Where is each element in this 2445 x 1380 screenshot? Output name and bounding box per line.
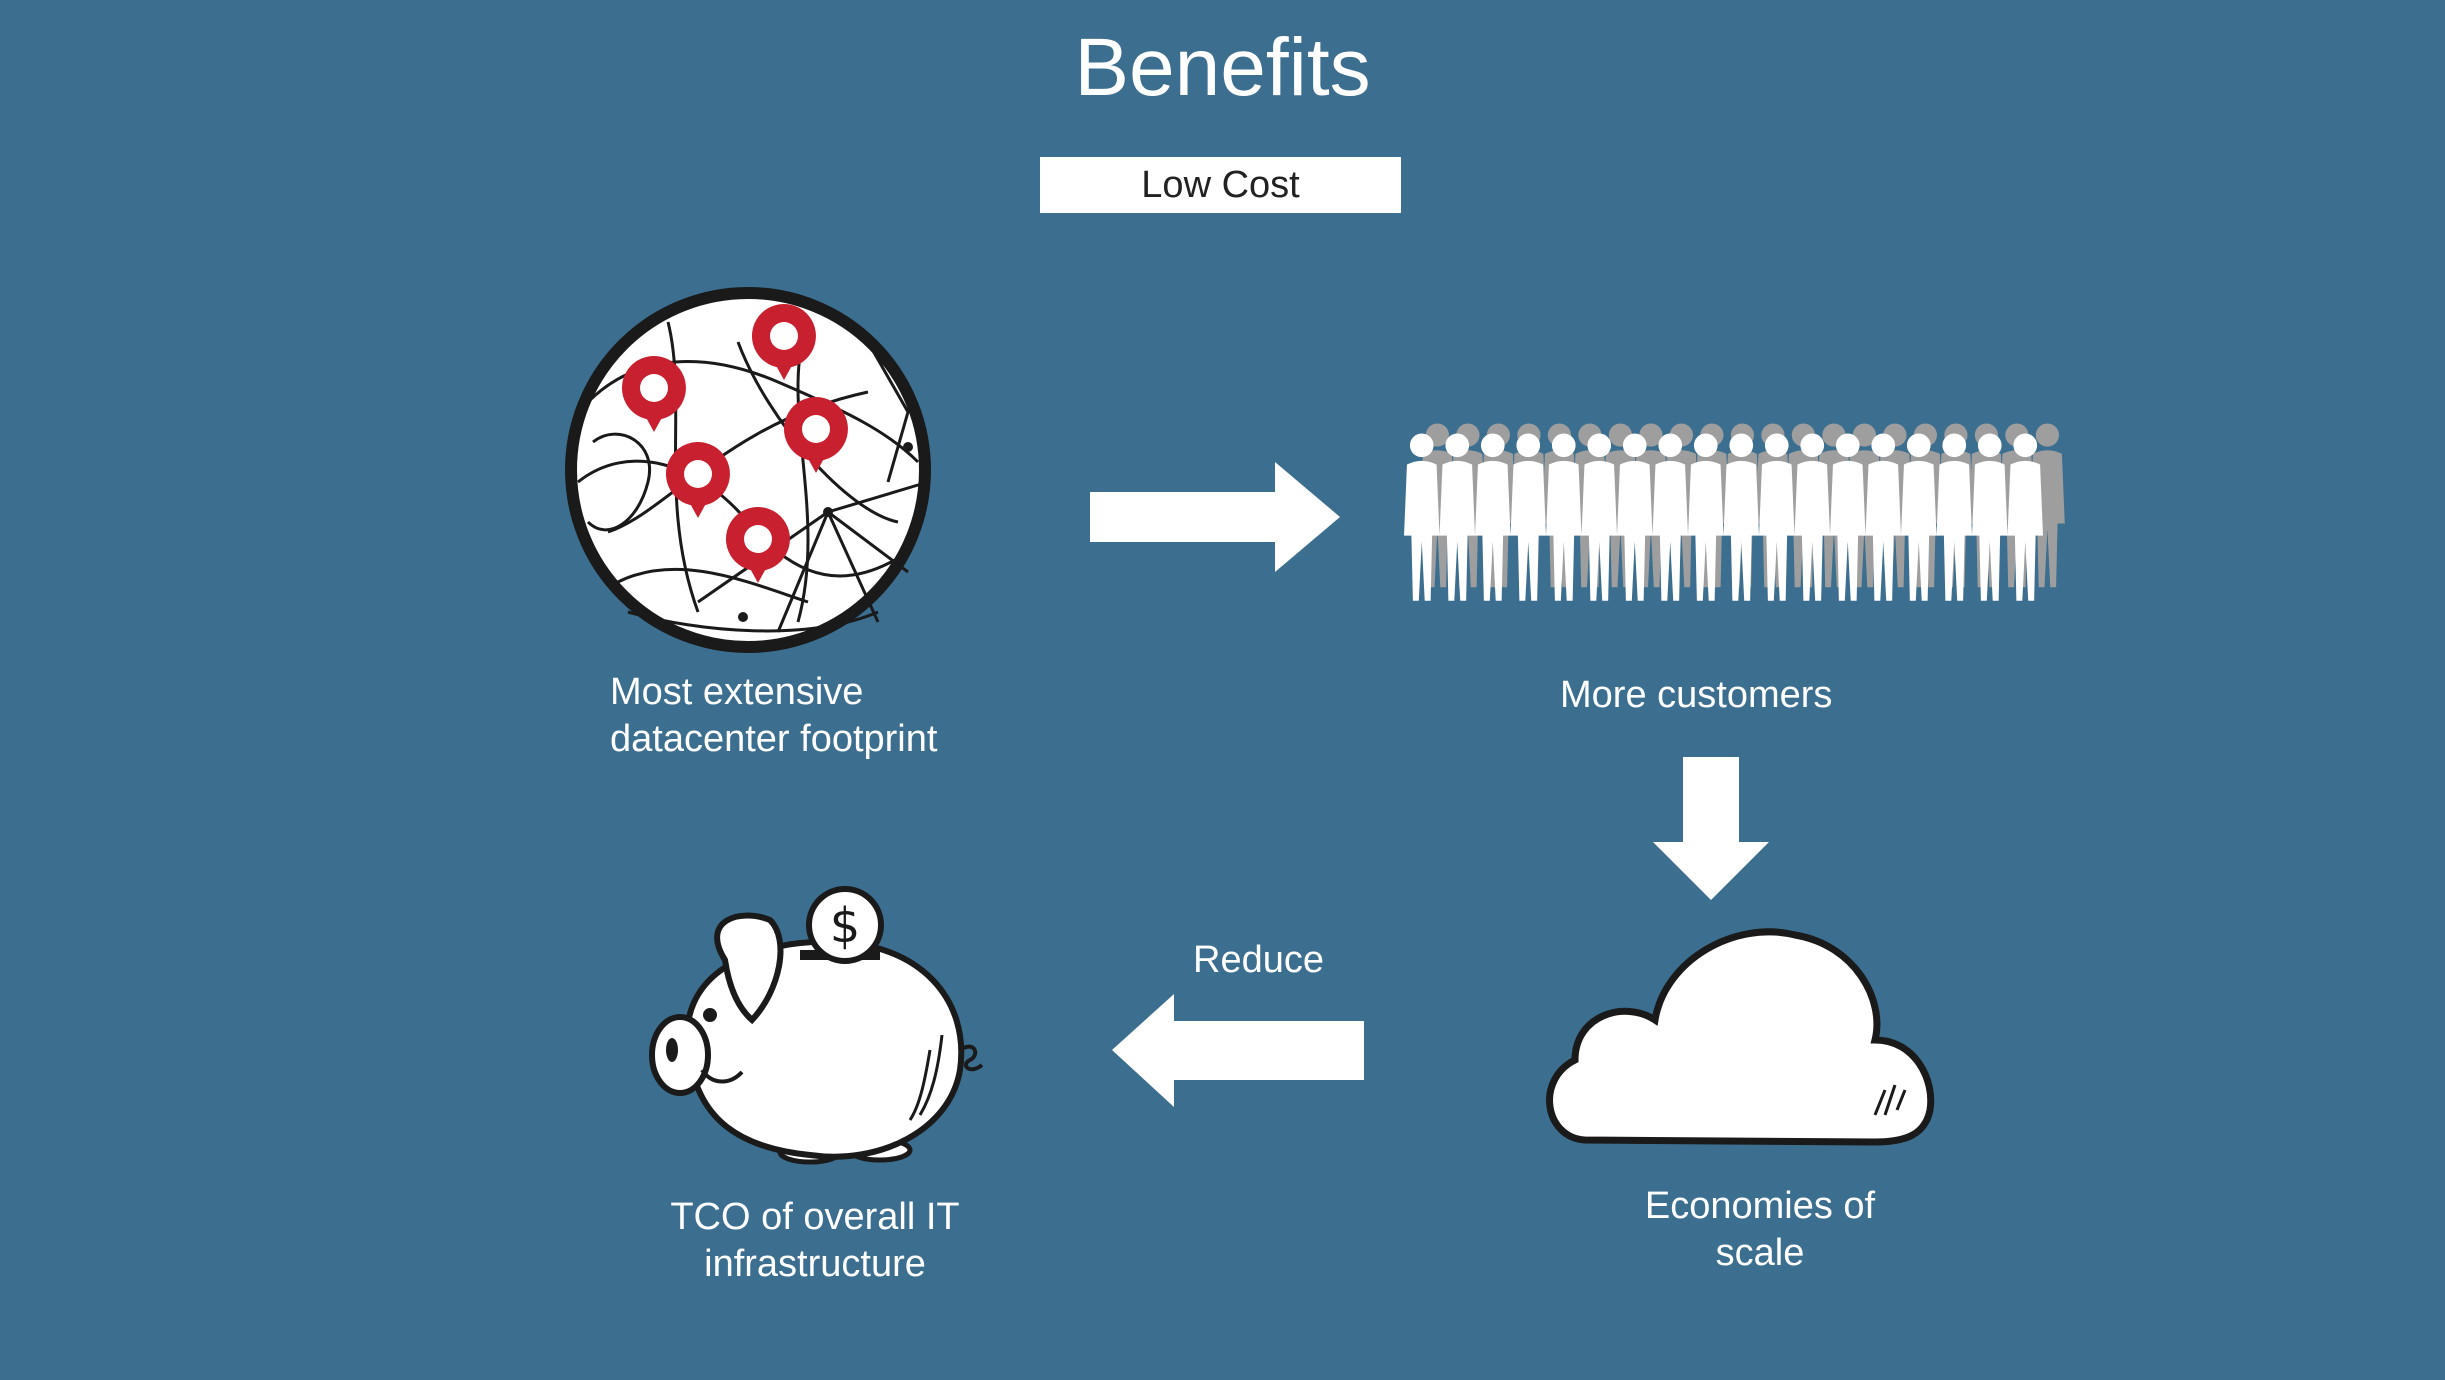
crowd-person-front (1865, 433, 1902, 601)
cloud-icon (1546, 928, 1935, 1146)
crowd-person-front (1688, 433, 1724, 601)
crowd-person-front (1439, 433, 1476, 601)
crowd-person-front (1475, 433, 1511, 601)
datacenter-label-line2: datacenter footprint (610, 718, 938, 760)
svg-text:$: $ (830, 898, 861, 954)
crowd-person-front (1901, 433, 1937, 601)
crowd-person-front (1652, 433, 1689, 601)
economies-label-line1: Economies of (1644, 1185, 1876, 1227)
crowd-person-front (1510, 433, 1547, 601)
crowd-icon (1404, 423, 2065, 601)
crowd-person-front (1936, 433, 1973, 601)
low-cost-badge: Low Cost (1040, 157, 1401, 213)
crowd-person-front (1972, 433, 2008, 601)
crowd-person-front (2007, 433, 2044, 601)
tco-label: TCO of overall IT infrastructure (630, 1194, 1000, 1288)
customers-label: More customers (1560, 674, 1833, 716)
reduce-label: Reduce (1193, 939, 1324, 981)
crowd-person-front (1617, 433, 1653, 601)
crowd-person-front (1794, 433, 1831, 601)
crowd-person-front (1581, 433, 1618, 601)
tco-label-line2: infrastructure (704, 1243, 926, 1285)
tco-label-line1: TCO of overall IT (670, 1196, 960, 1238)
datacenter-label: Most extensive datacenter footprint (610, 669, 937, 763)
crowd-person-front (1830, 433, 1866, 601)
crowd-person-front (1723, 433, 1760, 601)
economies-label-line2: scale (1715, 1232, 1805, 1274)
datacenter-label-line1: Most extensive (610, 671, 864, 713)
economies-label: Economies of scale (1620, 1183, 1900, 1277)
piggy-bank-icon: $ (649, 886, 984, 1165)
crowd-person-front (1404, 433, 1440, 601)
slide-title: Benefits (1074, 22, 1371, 113)
crowd-person-front (1546, 433, 1582, 601)
globe-with-pins-icon (565, 287, 931, 653)
crowd-person-front (1759, 433, 1795, 601)
arrow-down-icon (1653, 757, 1769, 900)
arrow-right-icon (1090, 462, 1340, 572)
arrow-left-icon (1112, 994, 1364, 1107)
